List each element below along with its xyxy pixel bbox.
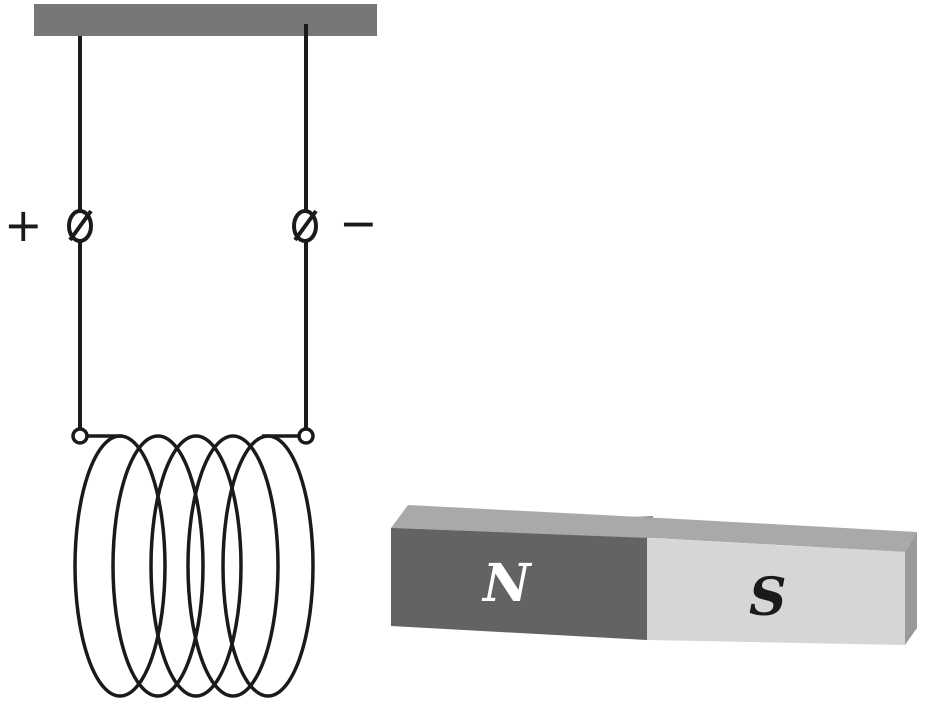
coil-loop — [111, 434, 205, 698]
coil-right-end — [297, 427, 315, 445]
south-pole-label: S — [749, 567, 787, 628]
coil-loop — [149, 434, 243, 698]
negative-terminal — [292, 209, 318, 243]
north-pole-label: N — [483, 553, 531, 614]
coil — [73, 434, 315, 698]
magnet-south-half — [647, 538, 905, 645]
coil-loop — [186, 434, 280, 698]
positive-terminal — [67, 209, 93, 243]
bar-magnet — [391, 505, 917, 645]
coil-loop — [73, 434, 167, 698]
magnet-north-half — [391, 528, 647, 640]
magnet-end-face — [905, 532, 917, 645]
negative-sign: − — [339, 196, 378, 250]
coil-loop — [221, 434, 315, 698]
magnet-top-face — [391, 505, 917, 552]
support-bar — [34, 4, 377, 36]
coil-left-end — [71, 427, 89, 445]
positive-sign: + — [4, 198, 43, 252]
